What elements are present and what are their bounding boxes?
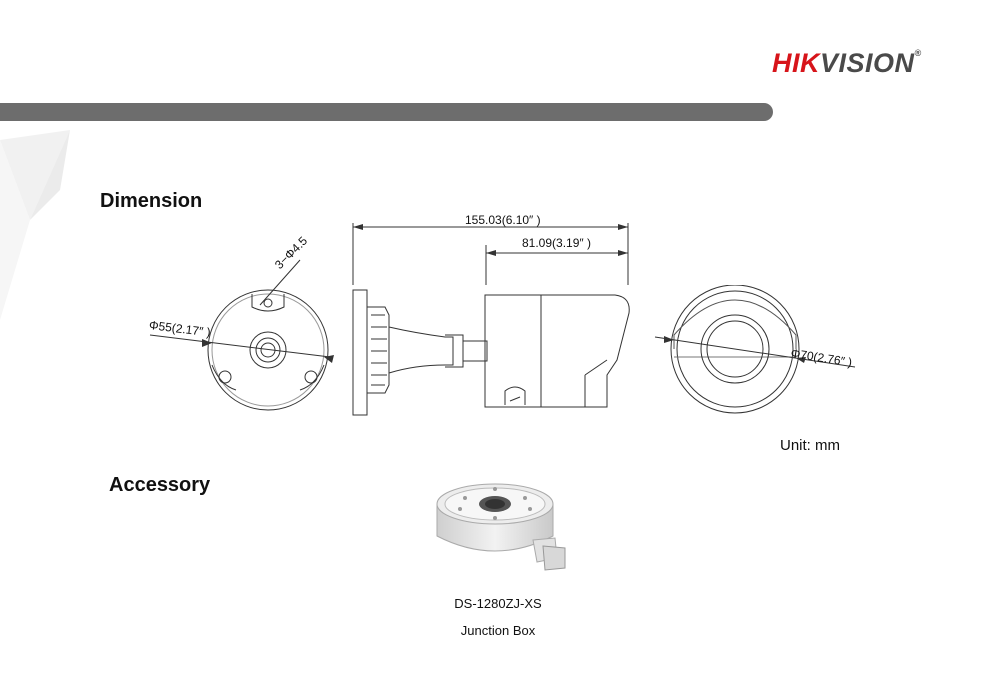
side-view-drawing — [352, 223, 630, 416]
accessory-model: DS-1280ZJ-XS — [454, 596, 542, 611]
accessory-heading: Accessory — [109, 474, 211, 496]
base-view-drawing — [149, 259, 334, 411]
dimension-heading: Dimension — [100, 190, 203, 212]
front-view-drawing — [654, 285, 856, 414]
header-bar — [0, 103, 773, 121]
dim-overall-length: 155.03(6.10″ ) — [465, 213, 541, 227]
background-watermark — [0, 130, 70, 320]
hikvision-logo: HIKVISION® — [772, 48, 922, 78]
accessory-name: Junction Box — [460, 623, 536, 638]
dim-body-length: 81.09(3.19″ ) — [522, 236, 591, 250]
unit-label: Unit: mm — [780, 437, 840, 454]
junction-box-image — [436, 483, 566, 571]
